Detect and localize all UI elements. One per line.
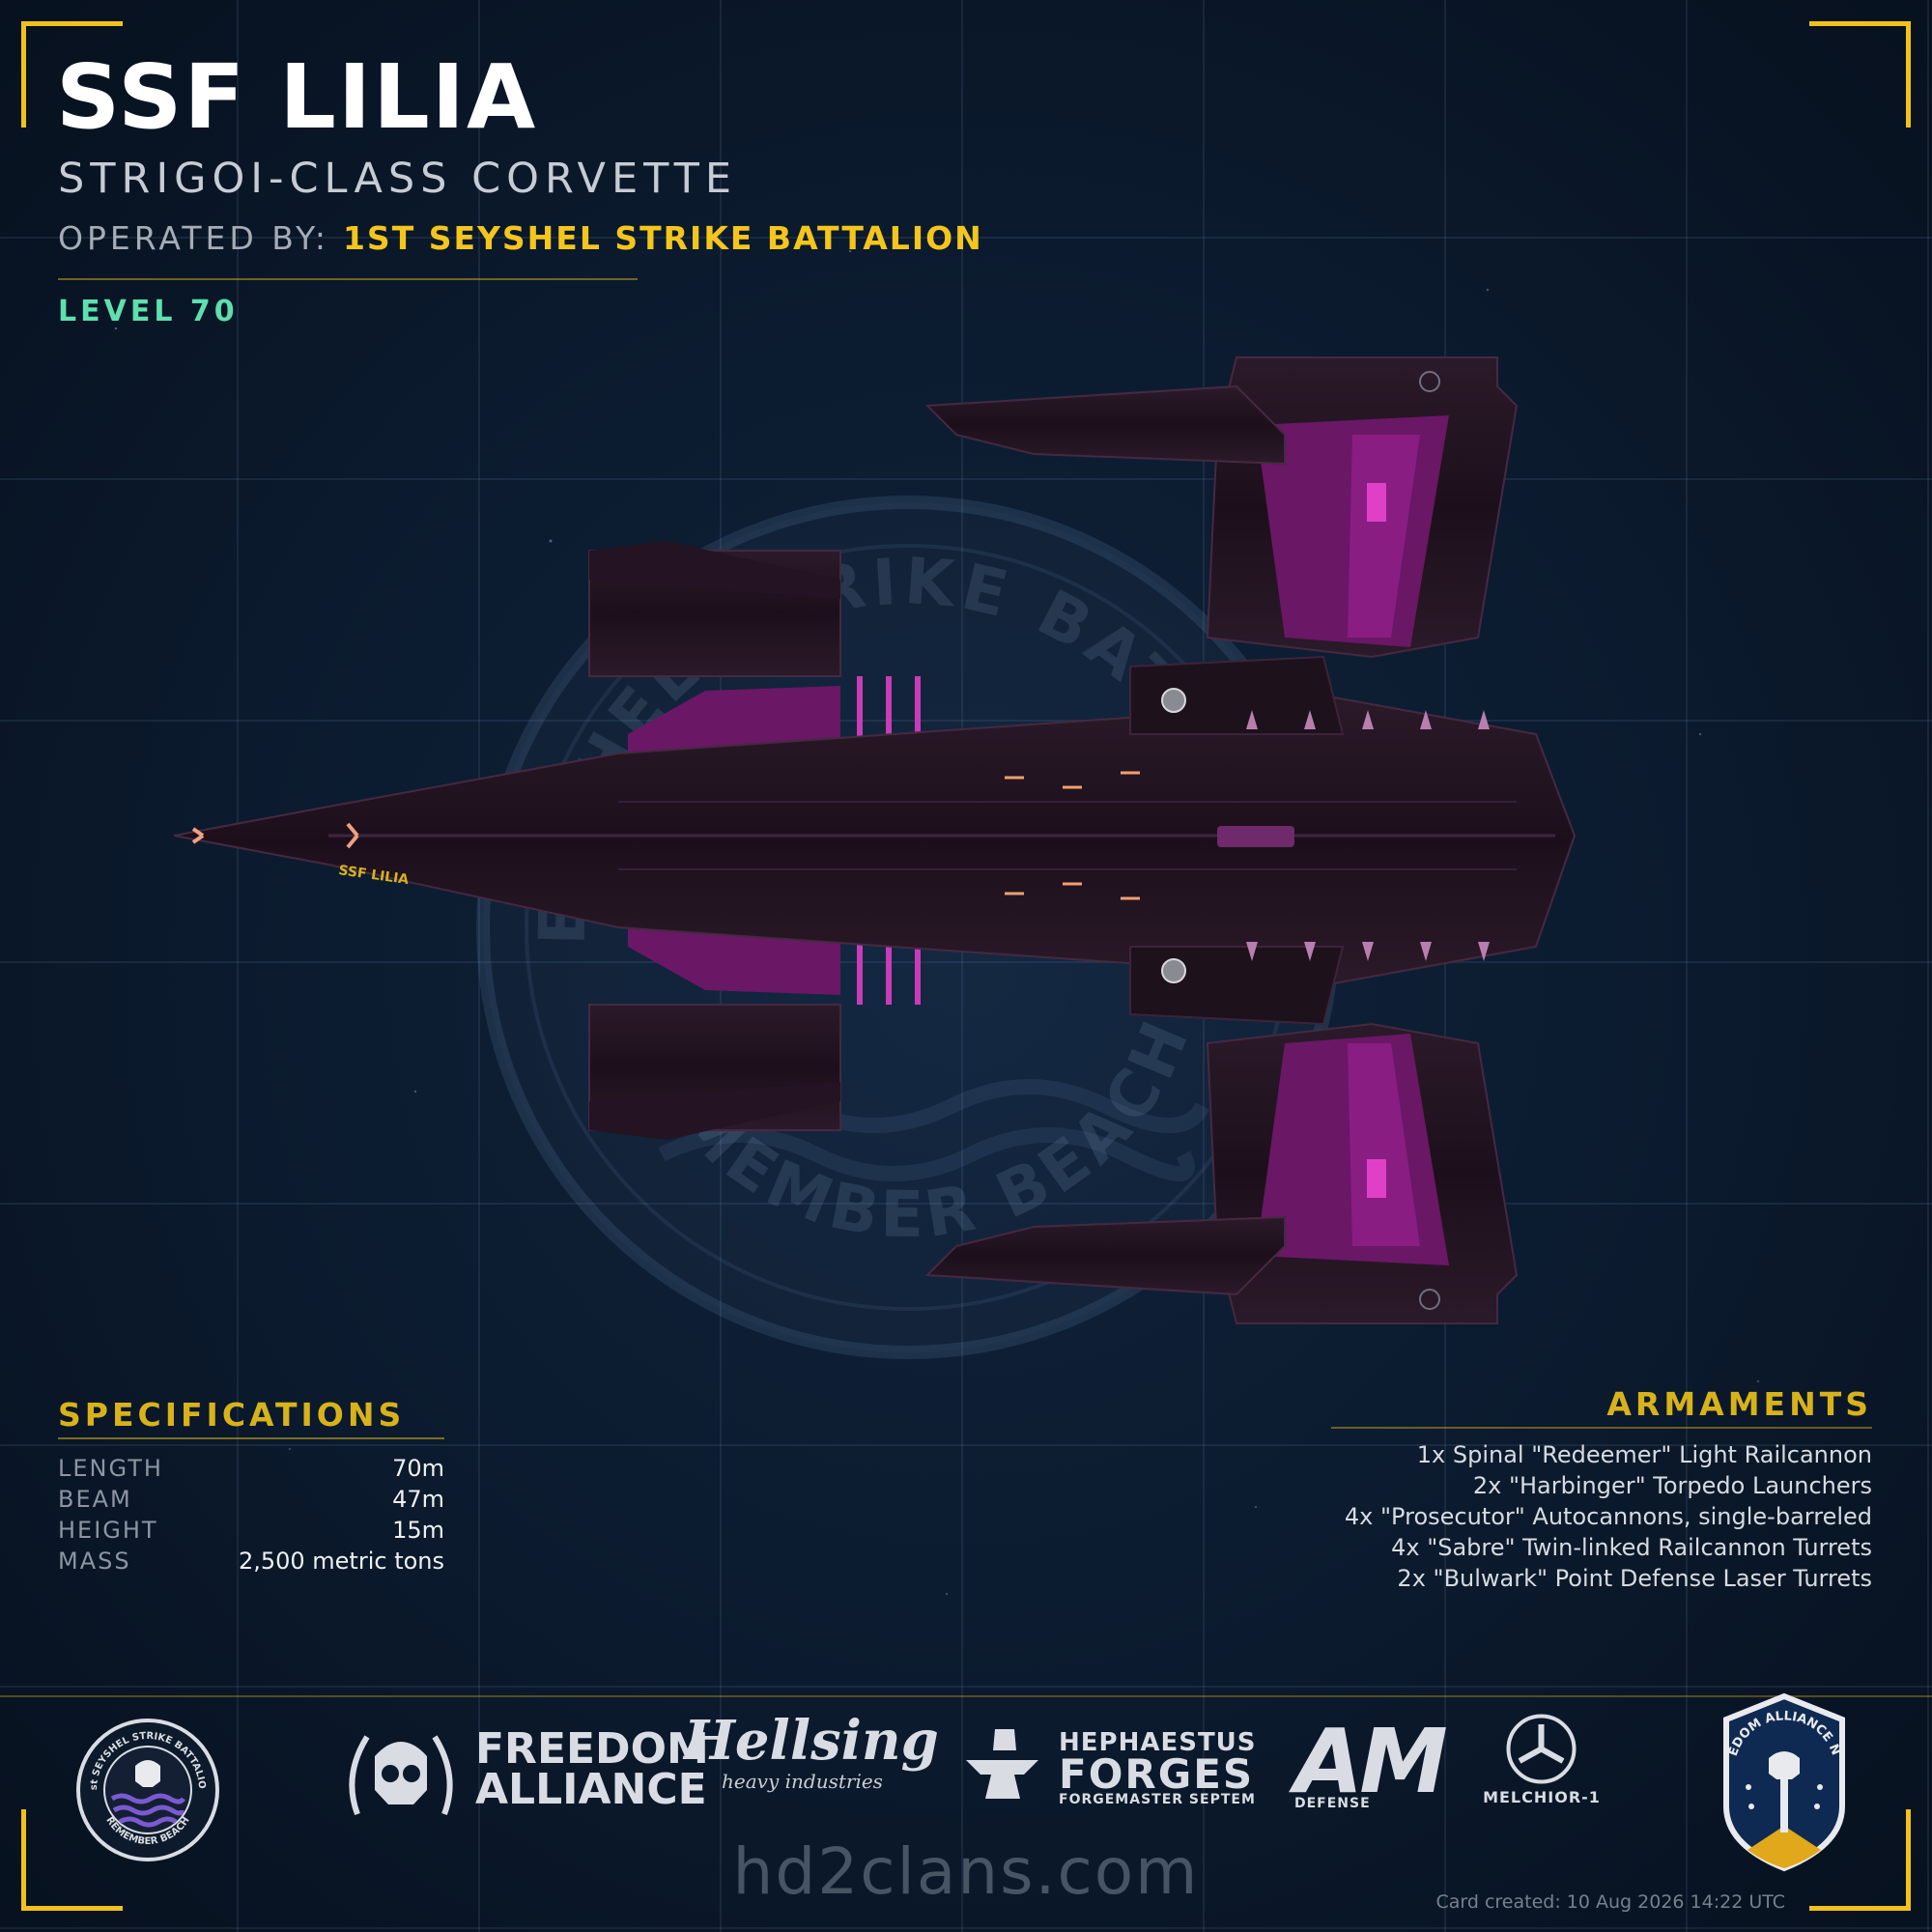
header-divider bbox=[58, 278, 638, 280]
armament-item: 4x "Sabre" Twin-linked Railcannon Turret… bbox=[1391, 1534, 1872, 1561]
main-hull bbox=[173, 655, 1577, 1026]
hephaestus-line-2: FORGES bbox=[1059, 1749, 1255, 1798]
melchior-emblem-icon bbox=[1506, 1714, 1577, 1784]
specifications-title: SPECIFICATIONS bbox=[58, 1396, 406, 1434]
armament-item: 1x Spinal "Redeemer" Light Railcannon bbox=[1416, 1441, 1872, 1468]
spec-value: 2,500 metric tons bbox=[238, 1548, 444, 1575]
skull-icon bbox=[135, 1760, 160, 1787]
spec-label: HEIGHT bbox=[58, 1517, 158, 1544]
anvil-icon bbox=[966, 1729, 1038, 1799]
freedom-alliance-skull-icon bbox=[349, 1735, 453, 1816]
hellsing-tagline: heavy industries bbox=[722, 1769, 883, 1793]
hellsing-logo: Hellsing heavy industries bbox=[684, 1709, 939, 1793]
spec-value: 47m bbox=[392, 1486, 444, 1513]
hephaestus-forges-logo: HEPHAESTUS FORGES FORGEMASTER SEPTEM bbox=[1059, 1728, 1257, 1807]
freedom-alliance-line-1: FREEDOM bbox=[475, 1724, 709, 1774]
logo-strip-divider bbox=[0, 1695, 1932, 1697]
freedom-alliance-line-2: ALLIANCE bbox=[475, 1764, 707, 1814]
am-wordmark: AM bbox=[1294, 1710, 1448, 1813]
spec-label: MASS bbox=[58, 1548, 131, 1575]
armaments-divider bbox=[1331, 1427, 1872, 1429]
ship-level: LEVEL 70 bbox=[58, 295, 239, 328]
upper-wing bbox=[924, 356, 1519, 659]
navy-shield-logo: FREEDOM ALLIANCE NAVY bbox=[1715, 1690, 1845, 1872]
corner-bracket-top-right bbox=[1809, 21, 1911, 128]
operator-name: 1ST SEYSHEL STRIKE BATTALION bbox=[342, 219, 983, 257]
armaments-title: ARMAMENTS bbox=[1606, 1385, 1872, 1423]
ship-class: STRIGOI-CLASS CORVETTE bbox=[58, 155, 738, 203]
freedom-alliance-logo: FREEDOM ALLIANCE bbox=[475, 1724, 709, 1814]
armament-item: 2x "Bulwark" Point Defense Laser Turrets bbox=[1397, 1565, 1872, 1592]
armaments-list: 1x Spinal "Redeemer" Light Railcannon 2x… bbox=[1345, 1439, 1872, 1594]
ship-name: SSF LILIA bbox=[56, 45, 538, 149]
hephaestus-line-3: FORGEMASTER SEPTEM bbox=[1059, 1791, 1256, 1807]
melchior-label: MELCHIOR-1 bbox=[1483, 1788, 1601, 1806]
hellsing-wordmark: Hellsing bbox=[684, 1709, 939, 1773]
am-defense-logo: AM DEFENSE bbox=[1294, 1710, 1448, 1813]
card-created-timestamp: Card created: 10 Aug 2026 14:22 UTC bbox=[1435, 1891, 1785, 1913]
battalion-badge-logo: 1st SEYSHEL STRIKE BATTALION REMEMBER BE… bbox=[75, 1718, 219, 1861]
corner-bracket-bottom-right bbox=[1809, 1809, 1911, 1911]
spec-label: BEAM bbox=[58, 1486, 132, 1513]
specifications-divider bbox=[58, 1437, 444, 1439]
spec-row-height: HEIGHT 15m bbox=[58, 1515, 444, 1546]
spec-row-length: LENGTH 70m bbox=[58, 1453, 444, 1484]
spec-value: 70m bbox=[392, 1455, 444, 1482]
spec-value: 15m bbox=[392, 1517, 444, 1544]
upper-turret bbox=[1161, 688, 1186, 713]
spec-label: LENGTH bbox=[58, 1455, 163, 1482]
armament-item: 2x "Harbinger" Torpedo Launchers bbox=[1472, 1472, 1872, 1499]
hephaestus-line-1: HEPHAESTUS bbox=[1059, 1728, 1257, 1757]
navy-skull-icon bbox=[1769, 1751, 1800, 1779]
corner-bracket-top-left bbox=[21, 21, 123, 128]
ship-render: SSF LILIA bbox=[173, 356, 1577, 1324]
site-watermark: hd2clans.com bbox=[732, 1834, 1200, 1909]
spec-row-beam: BEAM 47m bbox=[58, 1484, 444, 1515]
lower-turret bbox=[1161, 958, 1186, 983]
armament-item: 4x "Prosecutor" Autocannons, single-barr… bbox=[1344, 1503, 1872, 1530]
specifications-table: LENGTH 70m BEAM 47m HEIGHT 15m MASS 2,50… bbox=[58, 1453, 444, 1577]
operated-by-label: OPERATED BY: bbox=[58, 219, 329, 257]
am-tagline: DEFENSE bbox=[1294, 1796, 1371, 1812]
spec-row-mass: MASS 2,500 metric tons bbox=[58, 1546, 444, 1577]
corner-bracket-bottom-left bbox=[21, 1809, 123, 1911]
operated-by: OPERATED BY: 1ST SEYSHEL STRIKE BATTALION bbox=[58, 222, 983, 254]
lower-wing bbox=[924, 1022, 1519, 1324]
